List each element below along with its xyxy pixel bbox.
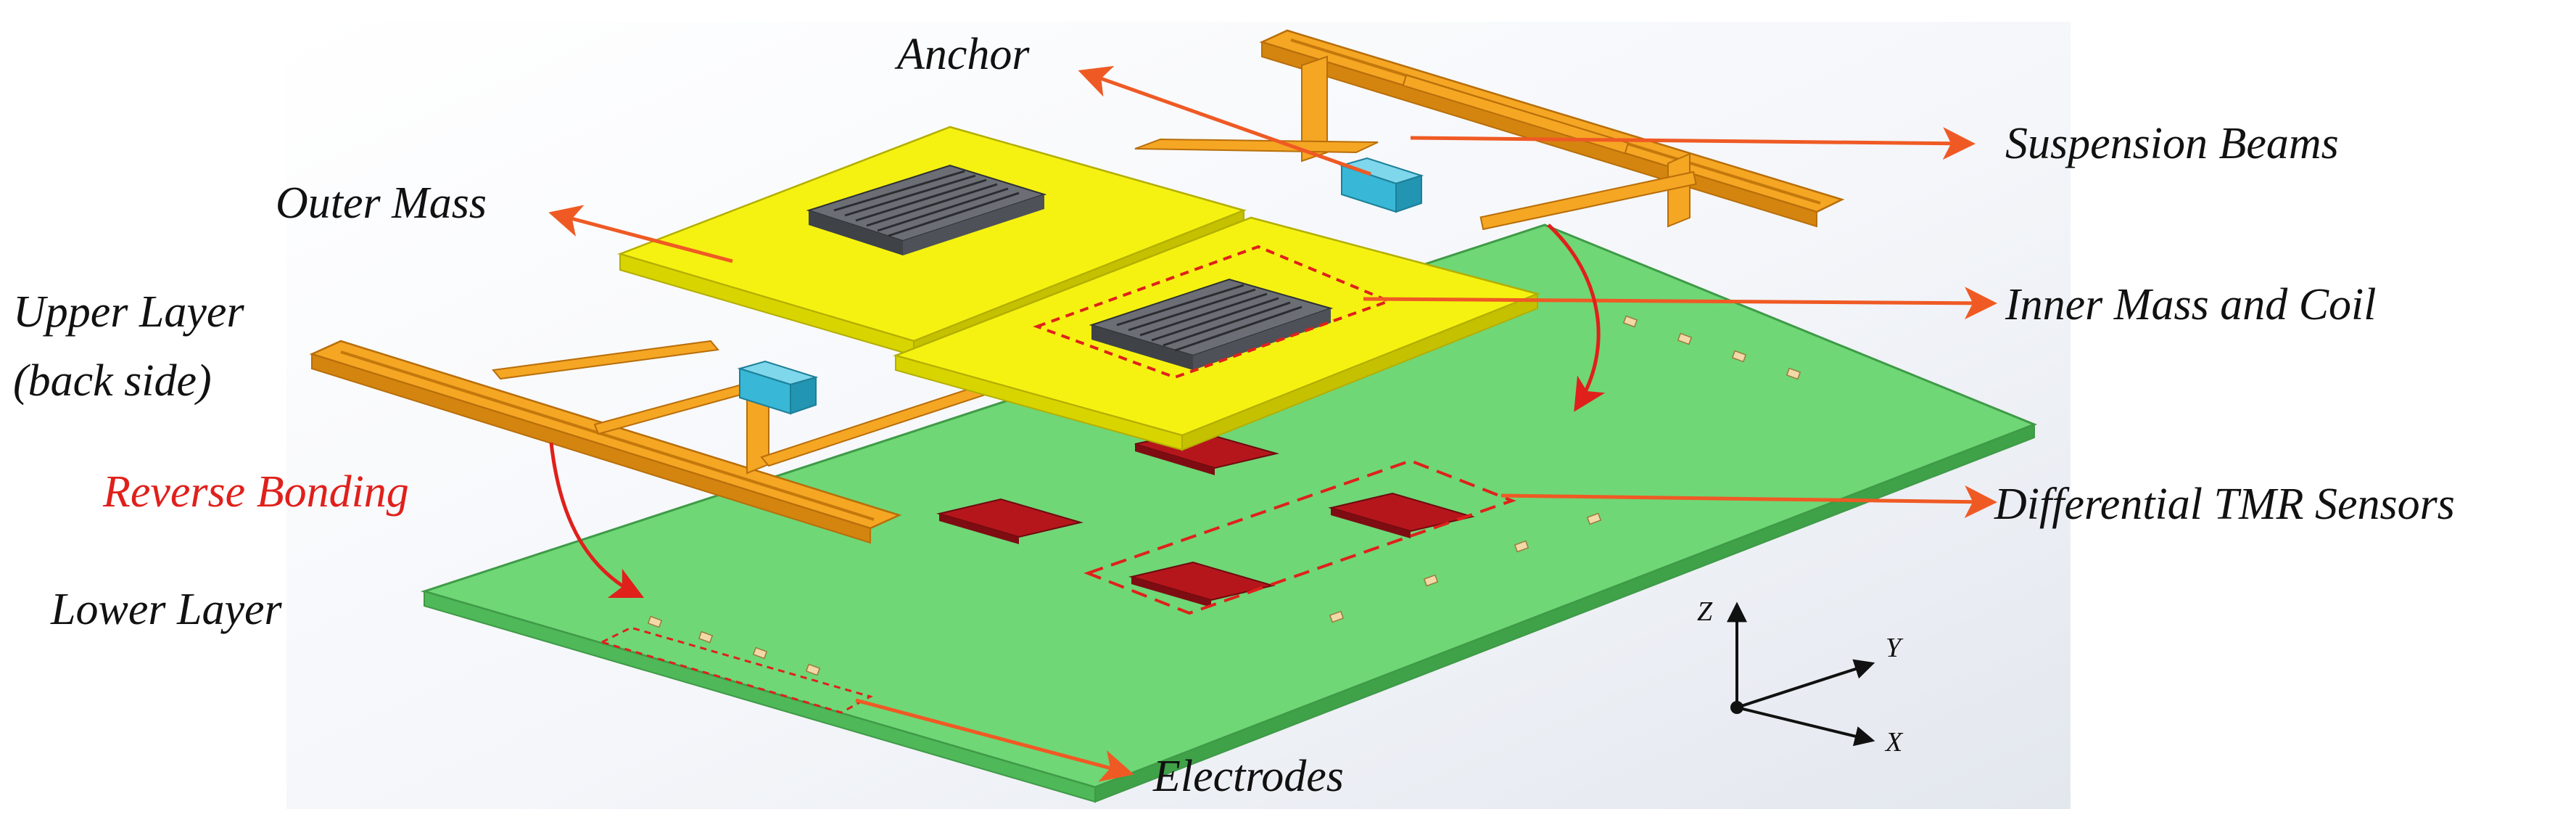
label-electrodes: Electrodes (1152, 752, 1344, 801)
electrode-pads-right (1329, 315, 1801, 623)
y-axis (1736, 659, 1875, 709)
lower-layer-pcb (420, 223, 2038, 803)
coordinate-axes (1727, 602, 1875, 747)
label-inner-mass-coil: Inner Mass and Coil (2005, 280, 2377, 329)
inner-mass (893, 216, 1540, 451)
label-outer-mass: Outer Mass (276, 178, 487, 228)
label-lower-layer: Lower Layer (50, 585, 283, 634)
electrodes-arrow (855, 698, 1134, 782)
outer-mass (617, 126, 1247, 357)
x-axis-label: X (1884, 727, 1904, 758)
y-axis-label: Y (1886, 633, 1904, 663)
label-differential-tmr: Differential TMR Sensors (1994, 480, 2455, 529)
label-reverse-bonding: Reverse Bonding (102, 467, 409, 517)
reverse-bond-arrow-left (549, 442, 645, 599)
z-axis-label: Z (1697, 596, 1713, 627)
x-axis (1736, 706, 1875, 747)
anchor-left (737, 360, 819, 415)
reverse-bonding-arrows (549, 223, 1606, 599)
suspension-beams-arrow (1410, 127, 1976, 160)
inner-mass-highlight-box (1033, 245, 1393, 379)
tmr-sensor-2 (936, 498, 1083, 544)
tmr-sensor-3 (1328, 492, 1475, 538)
inner-mass-arrow (1363, 287, 1997, 320)
electrode-pads-left (647, 615, 821, 676)
reverse-bond-arrow-right (1547, 223, 1606, 412)
anchor-right (1339, 157, 1424, 213)
tmr-arrow (1500, 485, 1997, 519)
suspension-beams-right (1134, 29, 1845, 231)
suspension-beams-left (309, 340, 1013, 544)
outer-mass-coil-chip (806, 164, 1047, 255)
electrodes-highlight-box (598, 626, 873, 714)
inner-mass-coil-chip (1089, 278, 1334, 370)
tmr-highlight-box (1083, 459, 1516, 615)
anchor-arrow (1078, 65, 1371, 176)
axes-origin (1730, 701, 1743, 714)
label-upper-layer: Upper Layer (13, 287, 244, 337)
label-upper-layer-back-side: (back side) (13, 356, 212, 406)
label-suspension-beams: Suspension Beams (2005, 119, 2339, 168)
outer-mass-arrow (548, 205, 733, 263)
callout-arrows (548, 65, 1997, 782)
label-anchor: Anchor (894, 30, 1030, 79)
